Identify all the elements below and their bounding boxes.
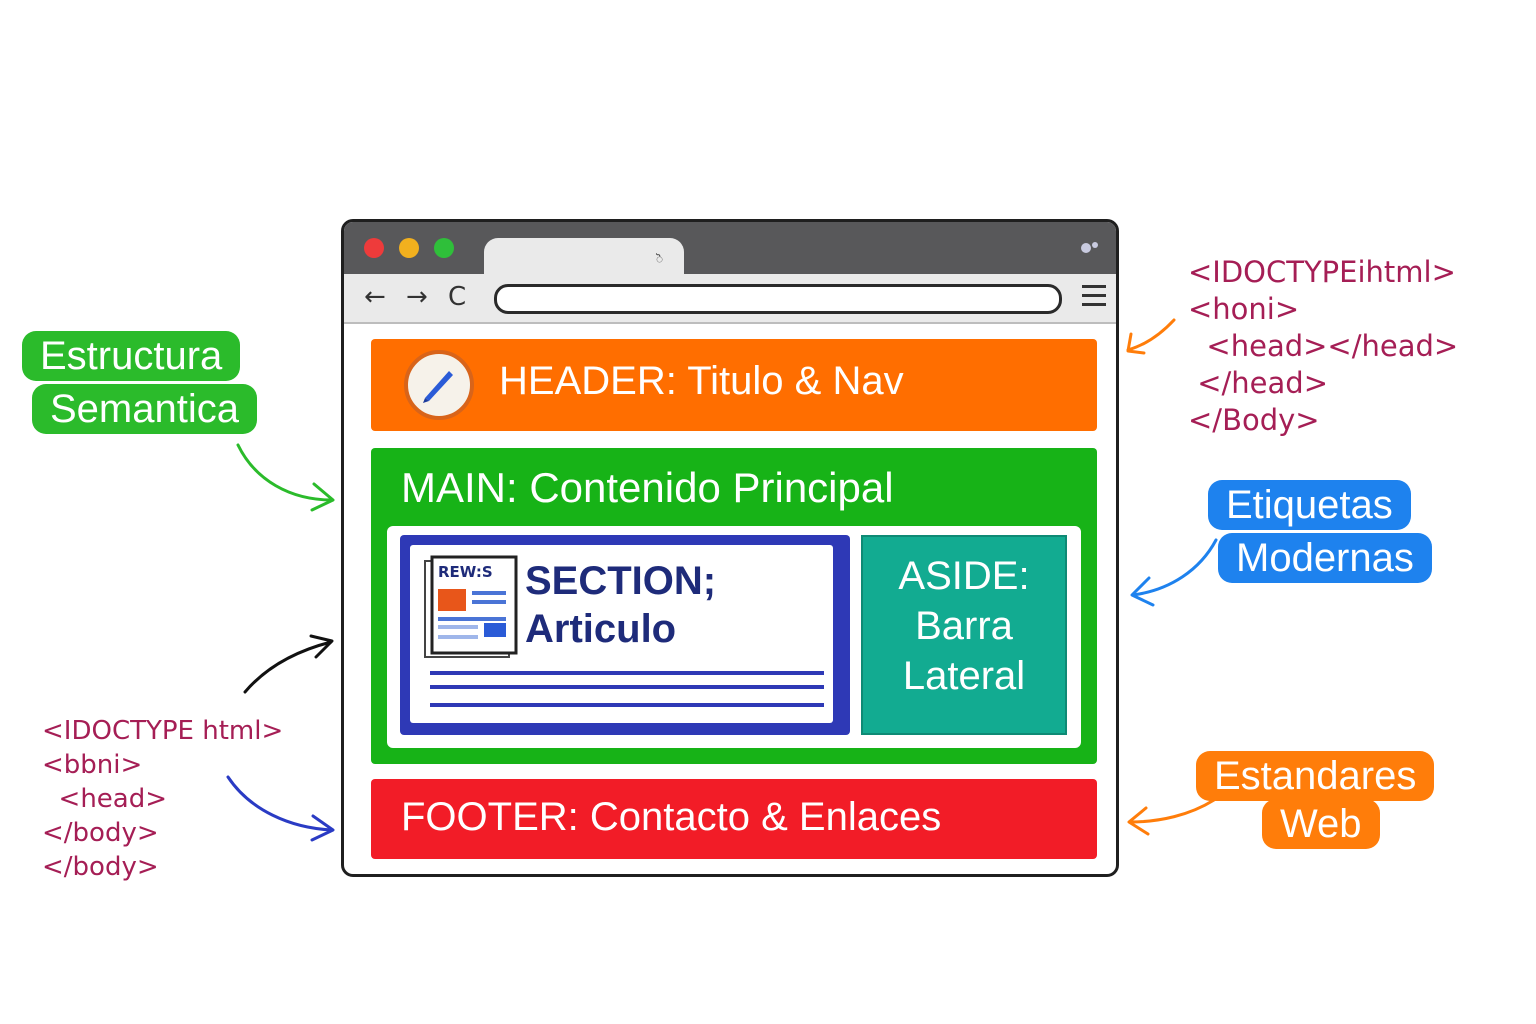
- title-bar: [344, 222, 1116, 274]
- code-line: <bbni>: [42, 750, 143, 780]
- code-line: <IDOCTYPEihtml>: [1188, 255, 1456, 289]
- section-block: REW:S SECTION; Articulo: [400, 535, 850, 735]
- aside-label-line3: Lateral: [902, 654, 1026, 698]
- arrow-etiquetas-to-aside: [1131, 538, 1218, 597]
- estandares-web-label-line2: Web: [1262, 799, 1380, 849]
- code-line: <honi>: [1188, 292, 1300, 326]
- code-line: <head>: [42, 784, 168, 814]
- aside-label-line2: Barra: [915, 604, 1013, 648]
- forward-arrow-icon[interactable]: →: [406, 282, 428, 312]
- header-block: HEADER: Titulo & Nav: [371, 339, 1097, 431]
- address-bar[interactable]: [494, 284, 1062, 314]
- browser-window: ॆ ← → C HEADER: Titulo & Nav MAIN: Conte…: [341, 219, 1119, 877]
- code-line: </Body>: [1188, 403, 1320, 437]
- code-line: <IDOCTYPE html>: [42, 716, 284, 746]
- aside-label: ASIDE: Barra Lateral: [863, 551, 1065, 701]
- arrow-estructura-to-main: [236, 443, 334, 502]
- footer-label: FOOTER: Contacto & Enlaces: [401, 795, 942, 839]
- text-line: [430, 703, 824, 707]
- minimize-window-button[interactable]: [399, 238, 419, 258]
- newspaper-icon: REW:S: [424, 555, 518, 658]
- maximize-window-button[interactable]: [434, 238, 454, 258]
- hamburger-menu-icon[interactable]: [1082, 285, 1106, 307]
- footer-block: FOOTER: Contacto & Enlaces: [371, 779, 1097, 859]
- arrow-left-to-section-head: [309, 634, 334, 659]
- main-label: MAIN: Contenido Principal: [401, 464, 894, 511]
- arrow-code-to-footer-head: [310, 814, 335, 842]
- section-label: SECTION; Articulo: [525, 557, 716, 653]
- arrow-etiquetas-to-aside-head: [1130, 576, 1155, 607]
- extension-icon[interactable]: [1080, 240, 1100, 254]
- etiquetas-modernas-label-line1: Etiquetas: [1208, 480, 1411, 530]
- compass-logo-icon: [404, 350, 474, 420]
- estructura-semantica-label-line1: Estructura: [22, 331, 241, 381]
- arrow-estandares-to-footer: [1128, 798, 1216, 824]
- newspaper-masthead: REW:S: [438, 563, 493, 581]
- code-line: </head>: [1188, 366, 1328, 400]
- arrow-estructura-to-main-head: [310, 482, 335, 512]
- aside-label-line1: ASIDE:: [898, 554, 1030, 598]
- tab-favicon: ॆ: [656, 252, 664, 266]
- arrow-code-to-browser-head: [1126, 332, 1146, 355]
- code-snippet-left: <IDOCTYPE html> <bbni> <head> </body> </bod…: [42, 714, 283, 884]
- text-line: [430, 671, 824, 675]
- text-line: [430, 685, 824, 689]
- section-label-line2: Articulo: [525, 607, 677, 651]
- estructura-semantica-label-line2: Semantica: [32, 384, 257, 434]
- main-block: MAIN: Contenido Principal REW:S: [371, 448, 1097, 764]
- estandares-web-label-line1: Estandares: [1196, 751, 1435, 801]
- close-window-button[interactable]: [364, 238, 384, 258]
- arrow-estandares-to-footer-head: [1127, 806, 1150, 836]
- code-line: <head></head>: [1188, 329, 1459, 363]
- reload-icon[interactable]: C: [448, 282, 467, 312]
- code-snippet-right: <IDOCTYPEihtml><honi> <head></head> </he…: [1188, 254, 1458, 439]
- arrow-code-to-browser: [1126, 318, 1176, 352]
- main-content-area: REW:S SECTION; Articulo: [387, 526, 1081, 748]
- aside-block: ASIDE: Barra Lateral: [861, 535, 1067, 735]
- code-line: </body>: [42, 852, 159, 882]
- header-label: HEADER: Titulo & Nav: [499, 359, 904, 403]
- code-line: </body>: [42, 818, 159, 848]
- section-label-line1: SECTION;: [525, 559, 717, 603]
- arrow-left-to-section: [243, 640, 333, 694]
- etiquetas-modernas-label-line2: Modernas: [1218, 533, 1432, 583]
- back-arrow-icon[interactable]: ←: [364, 282, 386, 312]
- browser-tab[interactable]: [484, 238, 684, 278]
- article-card: REW:S SECTION; Articulo: [410, 545, 833, 723]
